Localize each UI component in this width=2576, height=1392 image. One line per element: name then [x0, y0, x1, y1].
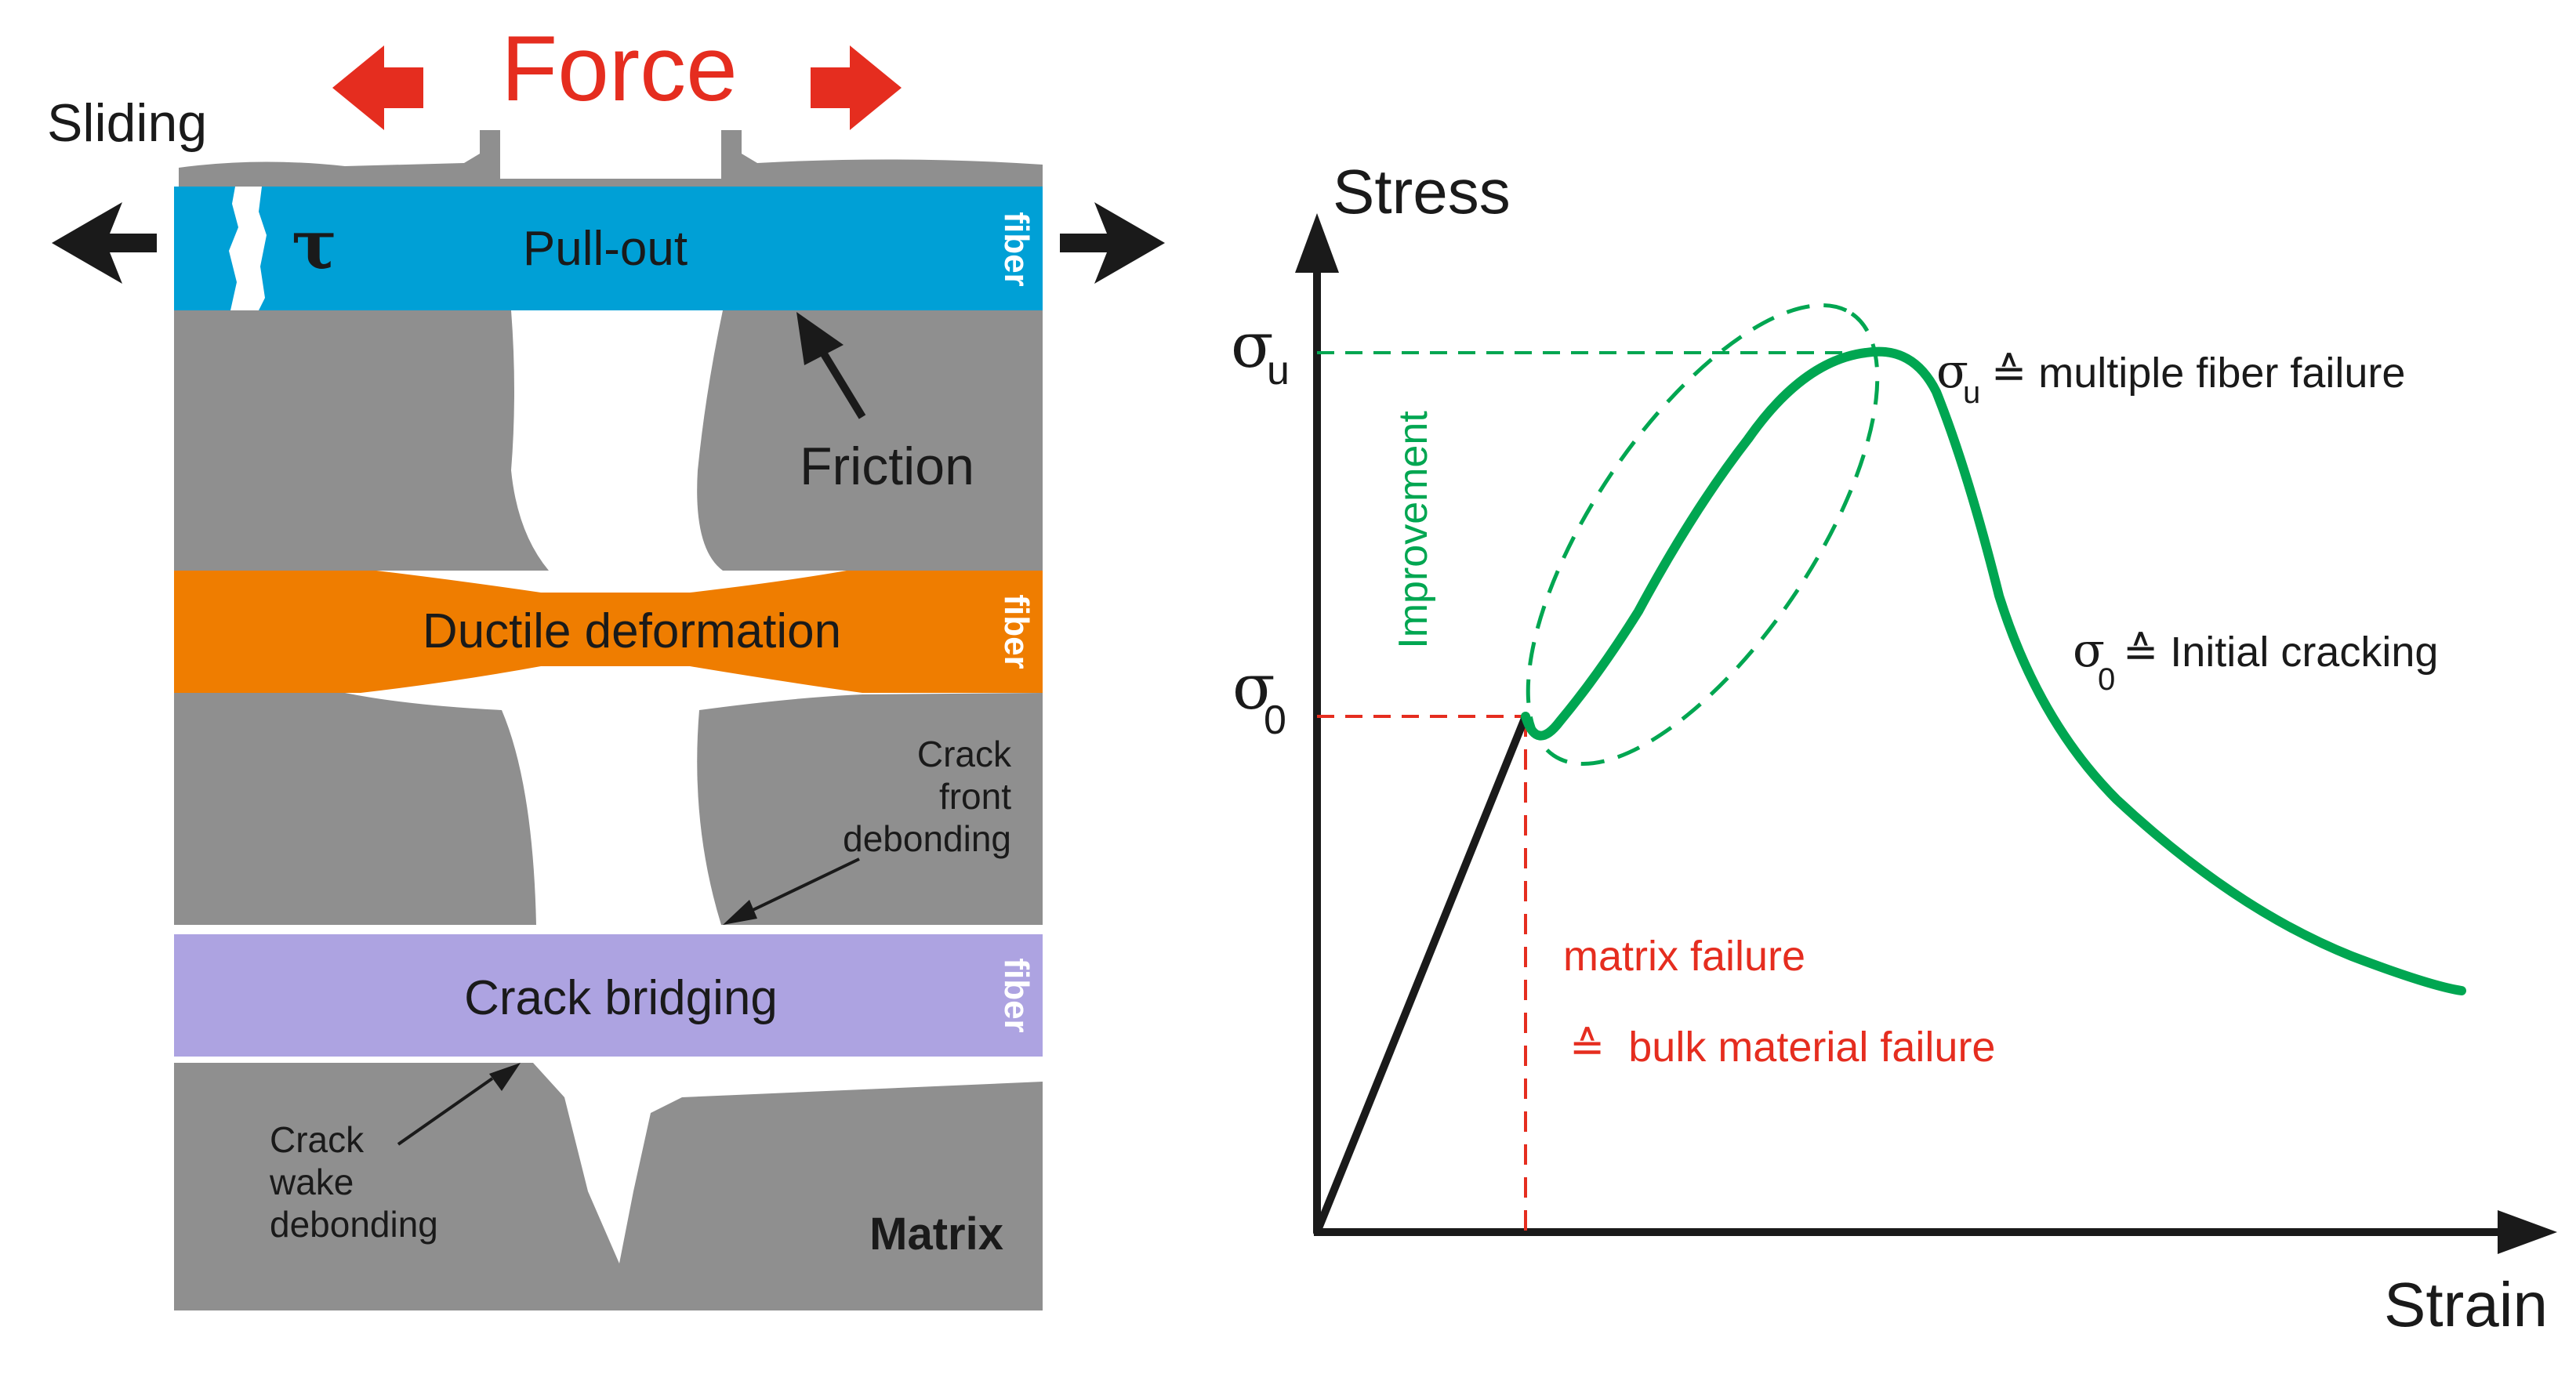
x-axis-label: Strain [2384, 1270, 2548, 1339]
friction-arrow-line [815, 343, 866, 419]
matrix-label: Matrix [869, 1209, 1003, 1260]
matrix-block-bottom [174, 1063, 1043, 1310]
ductile-label: Ductile deformation [423, 604, 841, 658]
matrix-block-right-2 [697, 693, 1043, 925]
bulk-failure-label: ≙ bulk material failure [1569, 1024, 1995, 1071]
stress-strain-curve [1521, 346, 2466, 995]
top-matrix-strip [179, 130, 1043, 187]
tau-shear-crack [229, 187, 267, 310]
crack-wake-line1: Crack [270, 1119, 365, 1160]
sigma-0-desc-sub: 0 [2098, 662, 2115, 697]
fiber-label-pullout: fiber [997, 212, 1036, 286]
friction-label: Friction [800, 437, 974, 496]
crack-wake-line3: debonding [270, 1204, 438, 1245]
sigma-u-desc: ≙ multiple fiber failure [1991, 350, 2405, 397]
ductile-fiber [174, 571, 1043, 693]
crack-front-line1: Crack [917, 734, 1012, 774]
sigma-0-desc-symbol: σ [2073, 623, 2105, 678]
force-arrow-left [332, 45, 423, 130]
friction-arrow-head [796, 312, 844, 365]
sigma-0-axis-symbol: σ [1232, 651, 1275, 723]
pullout-fiber [174, 187, 1043, 310]
pullout-label: Pull-out [523, 222, 688, 276]
crack-front-line3: debonding [843, 818, 1011, 859]
sliding-arrow-right [1060, 202, 1165, 284]
force-label: Force [501, 17, 738, 121]
force-arrow-right [811, 45, 902, 130]
fiber-label-ductile: fiber [997, 594, 1036, 669]
y-axis-arrowhead [1295, 213, 1339, 273]
matrix-block-left-1 [174, 310, 549, 571]
sigma-u-axis-symbol: σ [1231, 309, 1274, 382]
elastic-curve [1313, 712, 1529, 1236]
sigma-u-axis-sub: u [1267, 348, 1290, 393]
matrix-block-right-1 [697, 310, 1043, 571]
sigma-0-axis-sub: 0 [1264, 698, 1286, 743]
crack-front-line2: front [939, 776, 1011, 817]
sliding-label: Sliding [47, 93, 207, 153]
fiber-label-bridging: fiber [997, 958, 1036, 1032]
sigma-0-desc: ≙ Initial cracking [2123, 629, 2438, 676]
matrix-block-left-2 [174, 693, 536, 925]
bridging-fiber [174, 934, 1043, 1057]
x-axis-arrowhead [2498, 1210, 2557, 1254]
crack-front-arrow-line [744, 857, 860, 915]
y-axis-label: Stress [1333, 157, 1511, 227]
improvement-label: Improvement [1391, 411, 1436, 649]
sigma-u-desc-symbol: σ [1936, 344, 1968, 399]
bridging-label: Crack bridging [464, 971, 778, 1025]
fiber-mechanisms-panel: τ Pull-out fiber Ductile deformation fib… [47, 17, 1165, 1310]
crack-wake-line2: wake [269, 1162, 354, 1202]
stress-strain-panel: Stress Strain σ u σ 0 Improvement σ u ≙ … [1231, 157, 2557, 1339]
crack-wake-arrow-line [397, 1077, 494, 1146]
tau-label: τ [292, 205, 337, 285]
crack-front-arrow-head [723, 900, 757, 925]
crack-wake-arrow-head [489, 1063, 521, 1091]
sigma-u-desc-sub: u [1963, 375, 1980, 410]
sliding-arrow-left [52, 202, 157, 284]
matrix-failure-label: matrix failure [1563, 933, 1805, 980]
